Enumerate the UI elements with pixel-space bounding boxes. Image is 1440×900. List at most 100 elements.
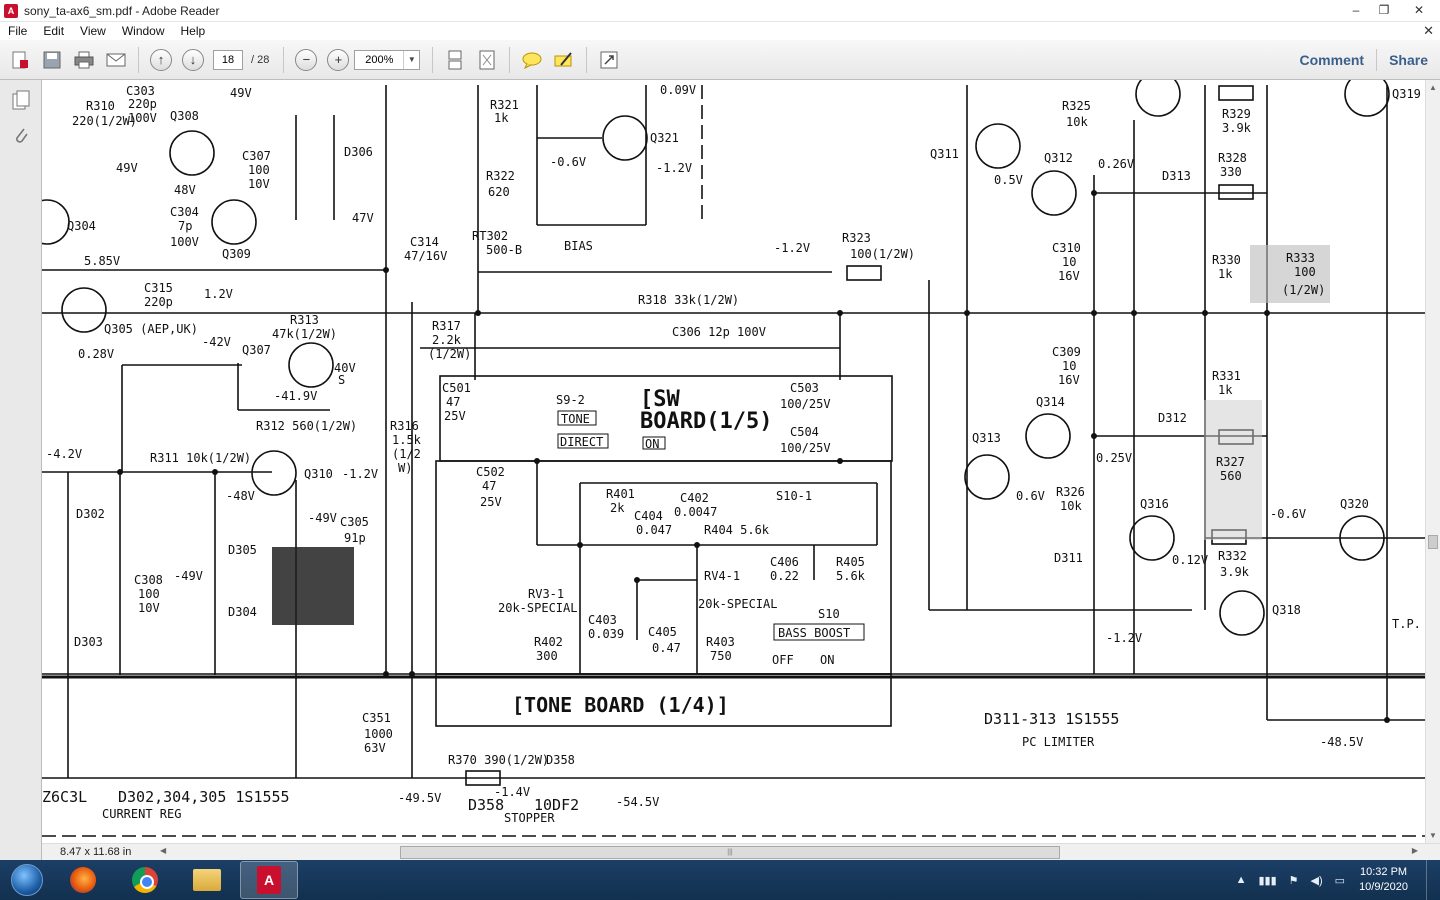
svg-text:C310: C310 xyxy=(1052,241,1081,255)
minimize-button[interactable]: – xyxy=(1352,3,1360,17)
scroll-right-icon[interactable]: ▶ xyxy=(1411,846,1418,855)
clock[interactable]: 10:32 PM 10/9/2020 xyxy=(1351,865,1426,895)
create-pdf-icon[interactable] xyxy=(6,46,34,74)
scrolling-mode-icon[interactable] xyxy=(441,46,469,74)
svg-text:1000: 1000 xyxy=(364,727,393,741)
svg-text:Z6C3L: Z6C3L xyxy=(42,788,87,806)
volume-icon[interactable]: ◀) xyxy=(1310,874,1323,887)
svg-text:C404: C404 xyxy=(634,509,663,523)
svg-text:R405: R405 xyxy=(836,555,865,569)
scroll-left-icon[interactable]: ◀ xyxy=(160,846,167,855)
print-icon[interactable] xyxy=(70,46,98,74)
menu-file[interactable]: File xyxy=(8,24,28,38)
close-button[interactable]: ✕ xyxy=(1398,0,1440,20)
svg-text:R310: R310 xyxy=(86,99,115,113)
svg-text:3.9k: 3.9k xyxy=(1222,121,1252,135)
start-button[interactable] xyxy=(0,860,54,900)
svg-text:C502: C502 xyxy=(476,465,505,479)
scroll-down-icon[interactable]: ▼ xyxy=(1429,831,1437,840)
keyboard-icon[interactable]: ▭ xyxy=(1334,874,1346,887)
zoom-in-button[interactable]: + xyxy=(324,46,352,74)
show-hidden-icons-icon[interactable]: ▲ xyxy=(1235,874,1247,886)
menu-edit[interactable]: Edit xyxy=(43,24,65,38)
menu-help[interactable]: Help xyxy=(180,24,206,38)
clock-time: 10:32 PM xyxy=(1359,866,1408,878)
fit-page-icon[interactable] xyxy=(473,46,501,74)
taskbar-explorer[interactable] xyxy=(178,861,236,899)
svg-text:D312: D312 xyxy=(1158,411,1187,425)
expand-icon[interactable] xyxy=(595,46,623,74)
svg-text:C306 12p 100V: C306 12p 100V xyxy=(672,325,766,339)
svg-text:20k-SPECIAL: 20k-SPECIAL xyxy=(498,601,577,615)
svg-text:C402: C402 xyxy=(680,491,709,505)
svg-text:220p: 220p xyxy=(128,97,157,111)
svg-text:C305: C305 xyxy=(340,515,369,529)
svg-text:47: 47 xyxy=(446,395,460,409)
page-size-label: 8.47 x 11.68 in xyxy=(60,846,132,858)
svg-text:330: 330 xyxy=(1220,165,1242,179)
svg-text:(1/2W): (1/2W) xyxy=(428,347,471,361)
horizontal-scrollbar[interactable]: ◀ ||| ▶ xyxy=(160,846,1418,859)
svg-text:3.9k: 3.9k xyxy=(1220,565,1250,579)
menu-window[interactable]: Window xyxy=(121,24,165,38)
page-thumbnails-icon[interactable] xyxy=(9,88,33,112)
svg-text:10V: 10V xyxy=(248,177,270,191)
scroll-up-icon[interactable]: ▲ xyxy=(1429,83,1437,92)
chevron-down-icon[interactable]: ▼ xyxy=(403,50,419,69)
flag-icon[interactable]: ⚑ xyxy=(1288,874,1299,887)
svg-text:-49V: -49V xyxy=(174,569,203,583)
svg-text:63V: 63V xyxy=(364,741,386,755)
svg-text:100/25V: 100/25V xyxy=(780,397,831,411)
maximize-button[interactable]: ❐ xyxy=(1378,3,1390,17)
highlight-text-icon[interactable] xyxy=(550,46,578,74)
svg-text:100/25V: 100/25V xyxy=(780,441,831,455)
adobe-reader-icon: A xyxy=(4,3,18,18)
zoom-select[interactable]: 200% ▼ xyxy=(354,49,421,70)
svg-text:C504: C504 xyxy=(790,425,819,439)
network-icon[interactable]: ▮▮▮ xyxy=(1258,874,1277,887)
save-icon[interactable] xyxy=(38,46,66,74)
email-icon[interactable] xyxy=(102,46,130,74)
svg-text:R401: R401 xyxy=(606,487,635,501)
svg-text:R333: R333 xyxy=(1286,251,1315,265)
svg-text:C406: C406 xyxy=(770,555,799,569)
attachments-icon[interactable] xyxy=(9,124,33,148)
taskbar-chrome[interactable] xyxy=(116,861,174,899)
svg-text:S9-2: S9-2 xyxy=(556,393,585,407)
svg-text:PC LIMITER: PC LIMITER xyxy=(1022,735,1095,749)
svg-text:R321: R321 xyxy=(490,98,519,112)
taskbar-firefox[interactable] xyxy=(54,861,112,899)
plus-icon: + xyxy=(327,48,350,71)
svg-text:100V: 100V xyxy=(170,235,199,249)
svg-text:300: 300 xyxy=(536,649,558,663)
svg-text:5.85V: 5.85V xyxy=(84,254,120,268)
close-document-icon[interactable]: ✕ xyxy=(1423,23,1434,38)
svg-text:R316: R316 xyxy=(390,419,419,433)
taskbar-adobe-reader[interactable]: A xyxy=(240,861,298,899)
svg-text:100V: 100V xyxy=(128,111,157,125)
status-bar: 8.47 x 11.68 in ◀ ||| ▶ xyxy=(42,843,1440,860)
horizontal-scroll-thumb[interactable]: ||| xyxy=(400,846,1060,859)
clock-date: 10/9/2020 xyxy=(1359,881,1408,893)
vertical-scroll-thumb[interactable] xyxy=(1428,535,1438,549)
svg-text:TONE: TONE xyxy=(561,412,590,426)
svg-text:5.6k: 5.6k xyxy=(836,569,866,583)
svg-text:C308: C308 xyxy=(134,573,163,587)
svg-text:(1/2W): (1/2W) xyxy=(1282,283,1325,297)
sticky-note-icon[interactable] xyxy=(518,46,546,74)
zoom-out-button[interactable]: − xyxy=(292,46,320,74)
svg-text:DIRECT: DIRECT xyxy=(560,435,603,449)
next-page-button[interactable]: ↓ xyxy=(179,46,207,74)
show-desktop-button[interactable] xyxy=(1426,860,1440,900)
taskbar: A ▲ ▮▮▮ ⚑ ◀) ▭ 10:32 PM 10/9/2020 xyxy=(0,860,1440,900)
svg-text:100(1/2W): 100(1/2W) xyxy=(850,247,915,261)
page-number-input[interactable]: 18 xyxy=(213,49,243,70)
comment-button[interactable]: Comment xyxy=(1299,52,1365,68)
svg-text:Q319: Q319 xyxy=(1392,87,1421,101)
share-button[interactable]: Share xyxy=(1389,52,1428,68)
menu-view[interactable]: View xyxy=(80,24,106,38)
svg-text:-49.5V: -49.5V xyxy=(398,791,441,805)
previous-page-button[interactable]: ↑ xyxy=(147,46,175,74)
vertical-scrollbar[interactable]: ▲ ▼ xyxy=(1425,80,1440,843)
